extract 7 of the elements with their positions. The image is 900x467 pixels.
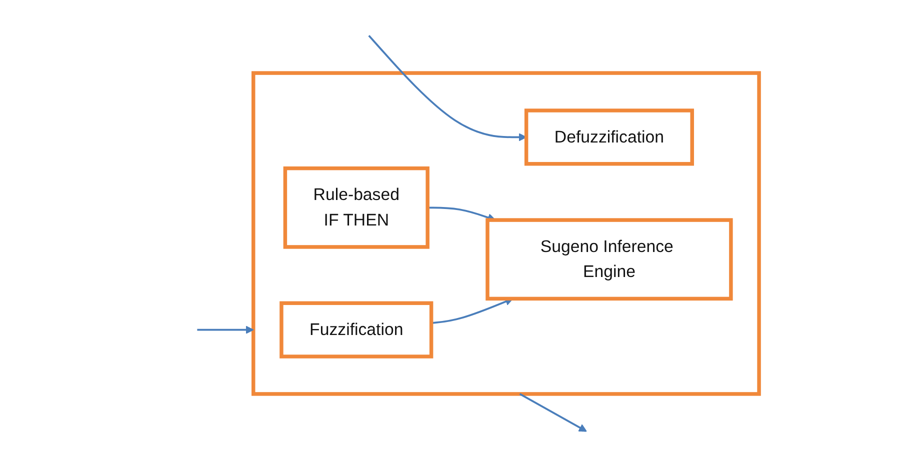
node-box: Rule-based IF THEN bbox=[283, 166, 430, 249]
node-box: Defuzzification bbox=[524, 108, 694, 166]
node-box: Fuzzification bbox=[280, 301, 434, 358]
node-box: Sugeno Inference Engine bbox=[486, 218, 733, 301]
cluster bbox=[251, 71, 761, 396]
arrow bbox=[519, 393, 587, 432]
arrow bbox=[197, 326, 254, 334]
